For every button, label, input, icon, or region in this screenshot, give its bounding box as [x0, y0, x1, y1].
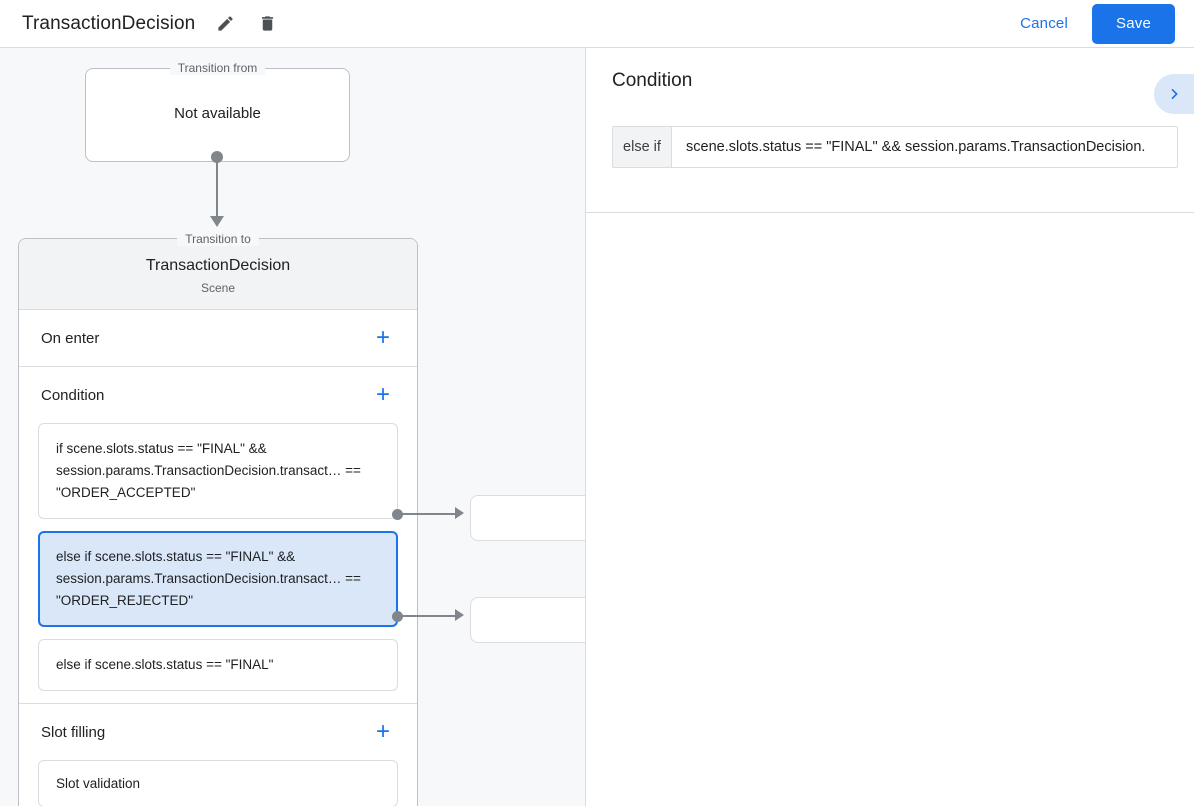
condition-input-row[interactable]: else if scene.slots.status == "FINAL" &&…: [612, 126, 1178, 168]
condition-input[interactable]: scene.slots.status == "FINAL" && session…: [672, 127, 1177, 167]
section-label: Slot filling: [41, 723, 106, 741]
scene-name: TransactionDecision: [145, 257, 291, 274]
edge-line: [397, 615, 459, 617]
chevron-right-icon[interactable]: [1154, 74, 1194, 114]
edge-arrowhead: [455, 507, 464, 519]
panel-divider: [585, 48, 586, 806]
transition-to-card: TransactionDecision Scene On enter + Con…: [18, 238, 418, 806]
transition-from-value: Not available: [174, 105, 261, 122]
condition-detail-panel: Condition else if scene.slots.status == …: [586, 48, 1194, 806]
trash-icon[interactable]: [255, 12, 279, 36]
add-condition-button[interactable]: +: [375, 381, 390, 408]
section-label: Condition: [41, 386, 105, 404]
transition-from-card[interactable]: Transition from Not available: [85, 61, 350, 162]
section-label: On enter: [41, 329, 100, 347]
edge-line: [397, 513, 459, 515]
transition-target-box-rejected[interactable]: [470, 597, 585, 643]
condition-item-accepted[interactable]: if scene.slots.status == "FINAL" && sess…: [38, 423, 398, 519]
section-slot-filling: Slot filling +: [19, 704, 417, 760]
app-header: TransactionDecision Cancel Save: [0, 0, 1194, 48]
scene-type: Scene: [200, 281, 236, 295]
slot-validation-item[interactable]: Slot validation: [38, 760, 398, 806]
condition-item-final[interactable]: else if scene.slots.status == "FINAL": [38, 639, 398, 691]
condition-prefix-label: else if: [613, 127, 672, 167]
condition-header: Condition else if scene.slots.status == …: [586, 48, 1194, 213]
condition-panel-title: Condition: [612, 70, 693, 91]
add-slot-filling-button[interactable]: +: [375, 718, 390, 745]
divider: [19, 703, 417, 704]
section-condition: Condition +: [19, 367, 417, 423]
cancel-button[interactable]: Cancel: [1006, 7, 1082, 40]
add-on-enter-button[interactable]: +: [375, 324, 390, 351]
connector-dot: [211, 151, 223, 163]
transition-from-legend: Transition from: [169, 61, 266, 75]
connector-arrow: [210, 216, 224, 227]
edge-arrowhead: [455, 609, 464, 621]
pencil-icon[interactable]: [213, 12, 237, 36]
section-on-enter: On enter +: [19, 310, 417, 366]
divider: [19, 366, 417, 367]
transition-target-box-accepted[interactable]: [470, 495, 585, 541]
page-title: TransactionDecision: [22, 12, 196, 34]
condition-item-rejected[interactable]: else if scene.slots.status == "FINAL" &&…: [38, 531, 398, 627]
scene-graph-canvas[interactable]: Transition from Not available Transition…: [0, 48, 585, 806]
scene-header[interactable]: TransactionDecision Scene: [19, 239, 417, 310]
connector-line: [216, 161, 218, 221]
save-button[interactable]: Save: [1092, 3, 1175, 44]
